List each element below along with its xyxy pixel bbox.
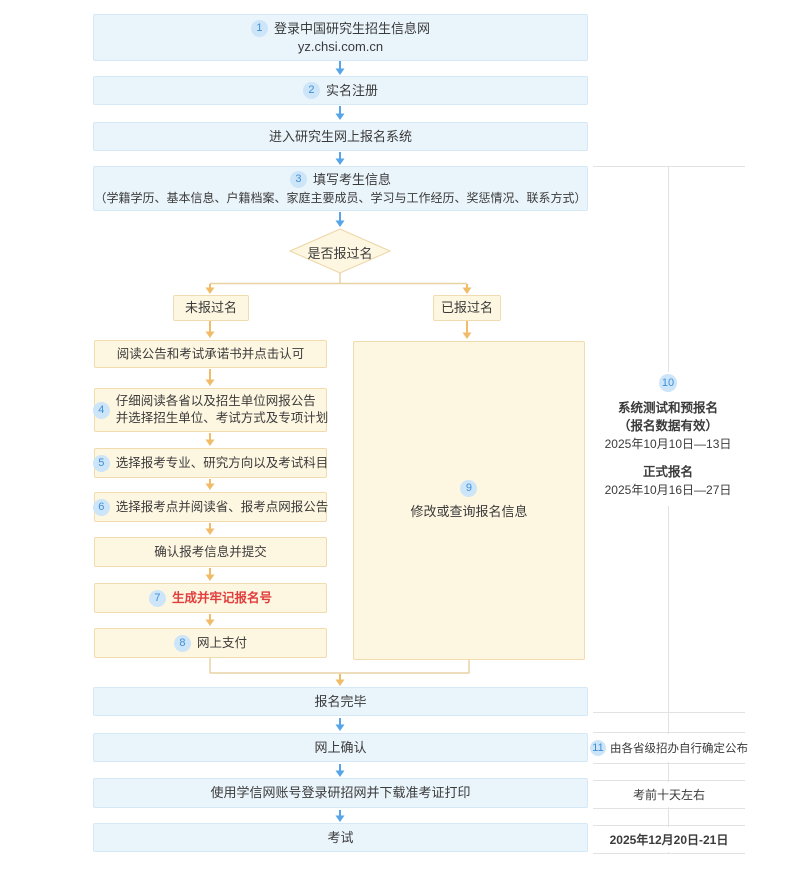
step-confirm-submit-label: 确认报考信息并提交	[154, 544, 267, 559]
annotation-online-confirm: 11 由各省级招办自行确定公布	[588, 734, 750, 762]
annotation-pre-registration-date: 2025年10月10日—13日	[604, 437, 732, 451]
annotation-online-confirm-label: 由各省级招办自行确定公布	[610, 743, 748, 755]
step-generate-number-box: 7 生成并牢记报名号	[94, 583, 327, 613]
step-print-ticket-label: 使用学信网账号登录研招网并下载准考证打印	[210, 785, 471, 801]
decision-diamond	[288, 228, 392, 274]
step-enter-system-label: 进入研究生网上报名系统	[268, 128, 412, 144]
step-read-notice-box: 阅读公告和考试承诺书并点击认可	[94, 340, 327, 368]
step-fill-info-box: 3 填写考生信息 （学籍学历、基本信息、户籍档案、家庭主要成员、学习与工作经历、…	[93, 166, 588, 211]
step-login-url: yz.chsi.com.cn	[297, 38, 384, 54]
step-number-badge: 8	[173, 634, 191, 652]
branch-merge-lines	[209, 273, 470, 674]
step-choose-major-box: 5 选择报考专业、研究方向以及考试科目	[92, 448, 329, 478]
step-online-confirm-label: 网上确认	[314, 739, 367, 755]
step-read-notice-label: 阅读公告和考试承诺书并点击认可	[116, 346, 305, 361]
orange-flow-arrows	[205, 284, 472, 686]
step-exam-label: 考试	[327, 829, 354, 845]
step-register-box: 2 实名注册	[93, 76, 588, 105]
step-login-title-row: 1 登录中国研究生招生信息网	[250, 20, 430, 38]
step-choose-site-label: 选择报考点并阅读省、报考点网报公告	[115, 499, 329, 514]
step-login-box: 1 登录中国研究生招生信息网 yz.chsi.com.cn	[93, 14, 588, 61]
annotation-ticket-time-label: 考前十天左右	[632, 788, 705, 802]
step-number-badge: 6	[92, 498, 110, 516]
step-choose-major-label: 选择报考专业、研究方向以及考试科目	[115, 455, 329, 470]
step-exam-box: 考试	[93, 823, 588, 852]
branch-registered-box: 已报过名	[433, 295, 501, 321]
annotation-formal-registration-title: 正式报名	[642, 465, 693, 479]
step-number-badge: 9	[460, 480, 478, 498]
step-number-badge: 5	[92, 454, 110, 472]
step-registration-done-box: 报名完毕	[93, 687, 588, 716]
step-modify-query-box: 9 修改或查询报名信息	[353, 341, 585, 660]
branch-registered-label: 已报过名	[440, 300, 493, 316]
step-number-badge: 7	[148, 589, 166, 607]
step-fill-info-label: 填写考生信息	[312, 171, 391, 187]
step-read-province-line1: 仔细阅读各省以及招生单位网报公告	[115, 394, 316, 409]
step-online-pay-label: 网上支付	[196, 635, 247, 650]
step-read-province-text: 仔细阅读各省以及招生单位网报公告 并选择招生单位、考试方式及专项计划	[116, 393, 329, 427]
annotation-schedule: 10 系统测试和预报名 （报名数据有效） 2025年10月10日—13日 正式报…	[588, 372, 748, 505]
branch-not-registered-box: 未报过名	[173, 295, 249, 321]
step-print-ticket-box: 使用学信网账号登录研招网并下载准考证打印	[93, 778, 588, 808]
annotation-number-badge: 10	[659, 374, 677, 392]
step-number-badge: 1	[250, 20, 268, 38]
annotation-pre-registration-note: （报名数据有效）	[617, 419, 718, 433]
blue-flow-arrows	[335, 61, 345, 822]
step-read-province-line2: 并选择招生单位、考试方式及专项计划	[115, 411, 329, 425]
step-read-province-box: 4 仔细阅读各省以及招生单位网报公告 并选择招生单位、考试方式及专项计划	[92, 388, 329, 432]
step-number-badge: 4	[92, 401, 110, 419]
step-fill-info-title-row: 3 填写考生信息	[289, 170, 391, 189]
step-registration-done-label: 报名完毕	[314, 693, 367, 709]
step-fill-info-detail: （学籍学历、基本信息、户籍档案、家庭主要成员、学习与工作经历、奖惩情况、联系方式…	[94, 191, 587, 206]
step-register-label: 实名注册	[325, 82, 378, 98]
step-login-label: 登录中国研究生招生信息网	[273, 20, 430, 36]
step-online-pay-box: 8 网上支付	[94, 628, 327, 658]
step-enter-system-box: 进入研究生网上报名系统	[93, 122, 588, 151]
annotation-ticket-time: 考前十天左右	[593, 782, 745, 807]
step-modify-query-content: 9 修改或查询报名信息	[410, 480, 528, 521]
branch-not-registered-label: 未报过名	[184, 300, 237, 316]
decision-label: 是否报过名	[307, 246, 373, 261]
step-choose-site-box: 6 选择报考点并阅读省、报考点网报公告	[92, 492, 329, 522]
annotation-exam-date: 2025年12月20日-21日	[593, 827, 745, 852]
step-number-badge: 2	[302, 82, 320, 99]
step-number-badge: 3	[289, 170, 307, 188]
annotation-number-badge: 11	[590, 740, 606, 756]
step-online-confirm-box: 网上确认	[93, 733, 588, 762]
annotation-bracket-lines	[593, 166, 745, 854]
step-generate-number-label: 生成并牢记报名号	[171, 590, 272, 605]
annotation-exam-date-label: 2025年12月20日-21日	[609, 833, 729, 847]
step-modify-query-label: 修改或查询报名信息	[410, 504, 528, 520]
step-confirm-submit-box: 确认报考信息并提交	[94, 537, 327, 567]
annotation-pre-registration-title: 系统测试和预报名	[617, 401, 718, 415]
annotation-formal-registration-date: 2025年10月16日—27日	[604, 483, 732, 497]
